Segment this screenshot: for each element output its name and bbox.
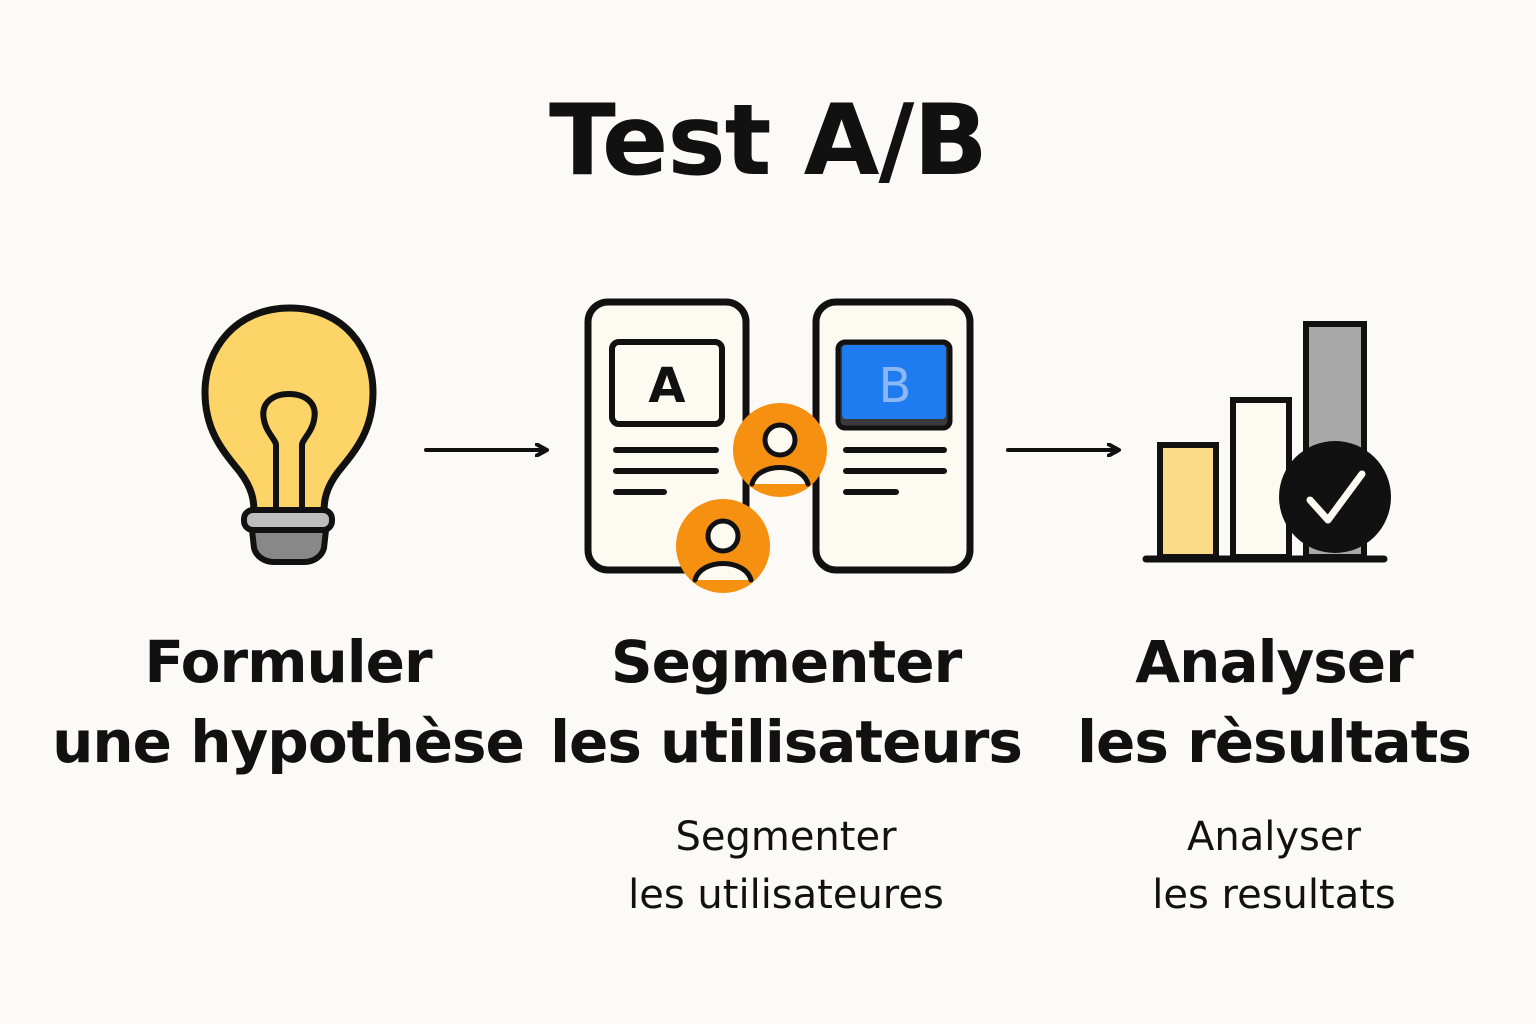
step-analyze-caption: Analyser les resultats (1026, 808, 1522, 924)
user-icon (733, 403, 827, 497)
variant-b-card: B (812, 298, 974, 574)
step-analyze: Analyser les rèsultats (1026, 622, 1522, 782)
diagram-title: Test A/B (549, 84, 988, 198)
variant-a-label: A (648, 358, 685, 414)
user-icon (676, 499, 770, 593)
step-label-line2: une hypothèse (52, 708, 525, 776)
step-label-line2: les utilisateurs (550, 708, 1023, 776)
step-formulate: Formuler une hypothèse (38, 622, 538, 782)
step-label-line1: Analyser (1135, 628, 1413, 696)
caption-line2: les utilisateures (628, 872, 944, 918)
check-circle-icon (1279, 441, 1391, 553)
bar-chart-check-icon (1142, 321, 1391, 563)
caption-line1: Segmenter (675, 814, 897, 860)
step-segment: Segmenter les utilisateurs (536, 622, 1036, 782)
step-label-line2: les rèsultats (1077, 708, 1472, 776)
lightbulb-icon (201, 304, 377, 565)
caption-line1: Analyser (1187, 814, 1361, 860)
step-label-line1: Segmenter (610, 628, 962, 696)
variant-b-label: B (879, 358, 912, 414)
step-label-line1: Formuler (144, 628, 432, 696)
step-segment-caption: Segmenter les utilisateures (536, 808, 1036, 924)
caption-line2: les resultats (1152, 872, 1396, 918)
